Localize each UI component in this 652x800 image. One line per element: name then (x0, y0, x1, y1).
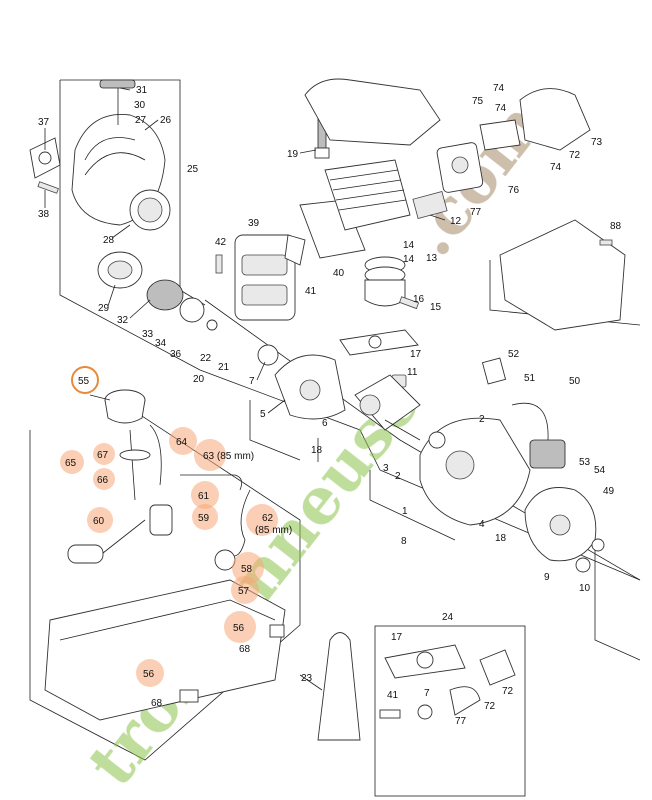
label-inset-17: 17 (391, 632, 403, 643)
inset-box-24 (374, 625, 526, 797)
label-74c: 74 (550, 162, 562, 173)
shroud-right (499, 219, 626, 331)
label-77a: 77 (470, 207, 482, 218)
label-68a: 68 (239, 644, 251, 655)
label-5: 5 (260, 409, 266, 420)
label-54: 54 (594, 465, 606, 476)
label-52: 52 (508, 349, 520, 360)
label-72c: 72 (484, 701, 496, 712)
label-37: 37 (38, 117, 50, 128)
label-42: 42 (215, 237, 227, 248)
label-31: 31 (136, 85, 148, 96)
label-66: 66 (97, 475, 109, 486)
label-77b: 77 (455, 716, 467, 727)
drive-tube-23 (317, 632, 361, 741)
fuel-tank (44, 579, 286, 721)
label-56a: 56 (233, 623, 245, 634)
label-51: 51 (524, 373, 536, 384)
label-75: 75 (472, 96, 484, 107)
label-18b: 18 (495, 533, 507, 544)
label-50: 50 (569, 376, 581, 387)
label-56b: 56 (143, 669, 155, 680)
label-11: 11 (407, 367, 418, 378)
label-20: 20 (193, 374, 205, 385)
label-13: 13 (426, 253, 438, 264)
label-25: 25 (187, 164, 199, 175)
label-29: 29 (98, 303, 110, 314)
label-38: 38 (38, 209, 50, 220)
label-8: 8 (401, 536, 407, 547)
crankcase-half-1 (419, 417, 531, 526)
label-76: 76 (508, 185, 520, 196)
label-53: 53 (579, 457, 591, 468)
label-1: 1 (402, 506, 408, 517)
label-73: 73 (591, 137, 603, 148)
label-22: 22 (200, 353, 212, 364)
label-64: 64 (176, 437, 188, 448)
label-33: 33 (142, 329, 154, 340)
label-18a: 18 (311, 445, 323, 456)
label-3: 3 (383, 463, 389, 474)
label-72a: 72 (569, 150, 581, 161)
label-19: 19 (287, 149, 299, 160)
label-88: 88 (610, 221, 622, 232)
label-12: 12 (450, 216, 462, 227)
label-63: 63 (85 mm) (203, 451, 254, 462)
label-23: 23 (301, 673, 313, 684)
label-30: 30 (134, 100, 146, 111)
label-72b: 72 (502, 686, 514, 697)
label-58: 58 (241, 564, 253, 575)
label-15: 15 (430, 302, 442, 313)
label-2a: 2 (479, 414, 485, 425)
highlight-markers (60, 366, 278, 687)
label-68b: 68 (151, 698, 163, 709)
label-65: 65 (65, 458, 77, 469)
label-59: 59 (198, 513, 210, 524)
label-21: 21 (218, 362, 230, 373)
top-housing (304, 78, 441, 146)
label-32: 32 (117, 315, 129, 326)
label-17: 17 (410, 349, 422, 360)
label-27: 27 (135, 115, 147, 126)
label-74b: 74 (495, 103, 507, 114)
label-39: 39 (248, 218, 260, 229)
label-inset-7: 7 (424, 688, 430, 699)
label-55: 55 (78, 376, 90, 387)
label-16: 16 (413, 294, 425, 305)
label-7: 7 (249, 376, 255, 387)
label-62-length: (85 mm) (255, 525, 292, 536)
label-67: 67 (97, 450, 109, 461)
label-inset-41: 41 (387, 690, 399, 701)
label-9: 9 (544, 572, 550, 583)
part-drawings (29, 78, 626, 741)
label-26: 26 (160, 115, 172, 126)
label-60: 60 (93, 516, 105, 527)
part-labels: 37 38 31 30 27 26 25 28 29 32 33 34 36 3… (38, 83, 622, 727)
label-14a: 14 (403, 240, 415, 251)
label-49: 49 (603, 486, 615, 497)
label-6: 6 (322, 418, 328, 429)
label-57: 57 (238, 586, 250, 597)
label-61: 61 (198, 491, 210, 502)
label-34: 34 (155, 338, 167, 349)
label-28: 28 (103, 235, 115, 246)
label-36: 36 (170, 349, 182, 360)
label-2b: 2 (395, 471, 401, 482)
leader-lines (44, 87, 446, 691)
label-10: 10 (579, 583, 591, 594)
label-41: 41 (305, 286, 317, 297)
label-24: 24 (442, 612, 454, 623)
label-40: 40 (333, 268, 345, 279)
label-4: 4 (479, 519, 485, 530)
label-62: 62 (262, 513, 274, 524)
label-14b: 14 (403, 254, 415, 265)
label-74a: 74 (493, 83, 505, 94)
